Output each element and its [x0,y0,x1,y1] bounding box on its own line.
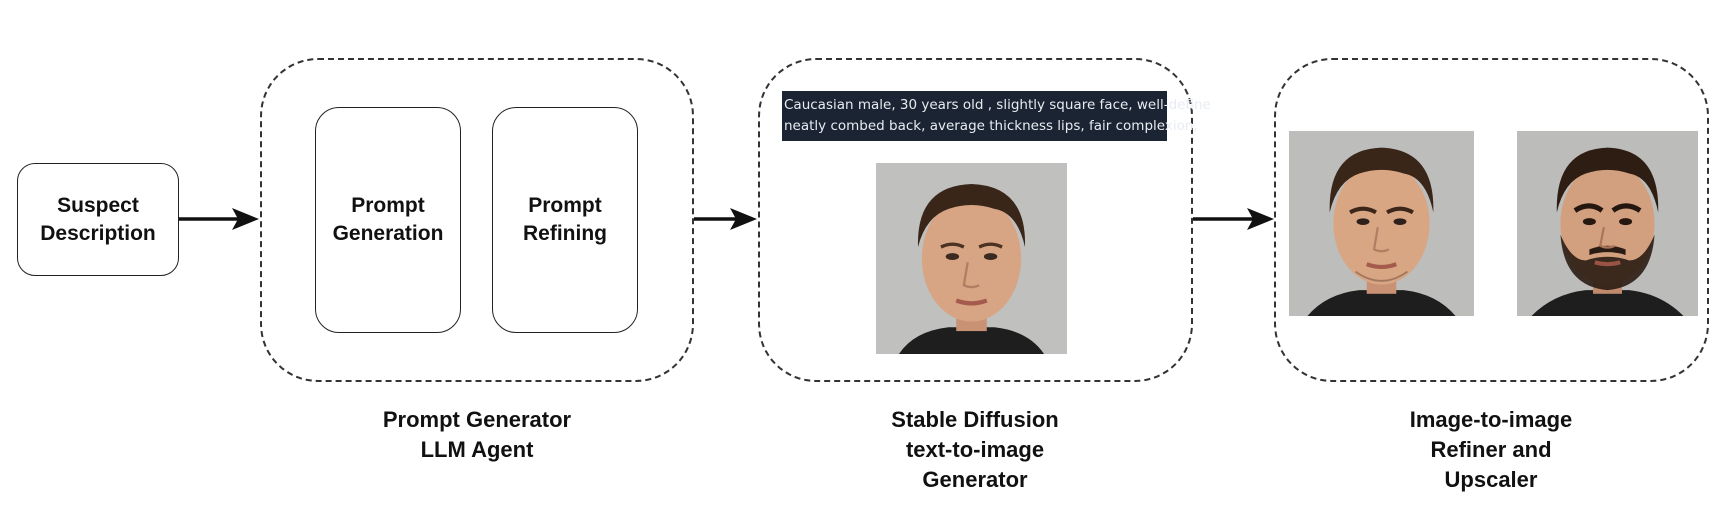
stable-diffusion-group [758,58,1193,382]
prompt-line-1: Caucasian male, 30 years old , slightly … [784,97,1211,113]
suspect-description-label: Suspect Description [40,193,156,245]
prompt-generation-node: Prompt Generation [315,107,461,333]
prompt-refining-label: Prompt Refining [523,194,607,245]
suspect-description-node: Suspect Description [17,163,179,276]
generated-face-image [876,163,1067,354]
upscaled-face-image [1517,131,1698,316]
refined-face-image [1289,131,1474,316]
arrow-suspect-to-agent [179,208,259,230]
stable-diffusion-caption: Stable Diffusion text-to-image Generator [891,407,1059,492]
prompt-text-preview: Caucasian male, 30 years old , slightly … [782,91,1211,141]
refiner-group [1274,58,1709,382]
prompt-refining-node: Prompt Refining [492,107,638,333]
arrow-diffusion-to-refiner [1193,208,1274,230]
llm-agent-caption: Prompt Generator LLM Agent [382,407,572,462]
llm-agent-group [260,58,694,382]
arrow-agent-to-diffusion [694,208,757,230]
prompt-generation-label: Prompt Generation [332,194,444,245]
prompt-line-2: neatly combed back, average thickness li… [784,118,1198,134]
refiner-caption: Image-to-image Refiner and Upscaler [1409,407,1573,492]
